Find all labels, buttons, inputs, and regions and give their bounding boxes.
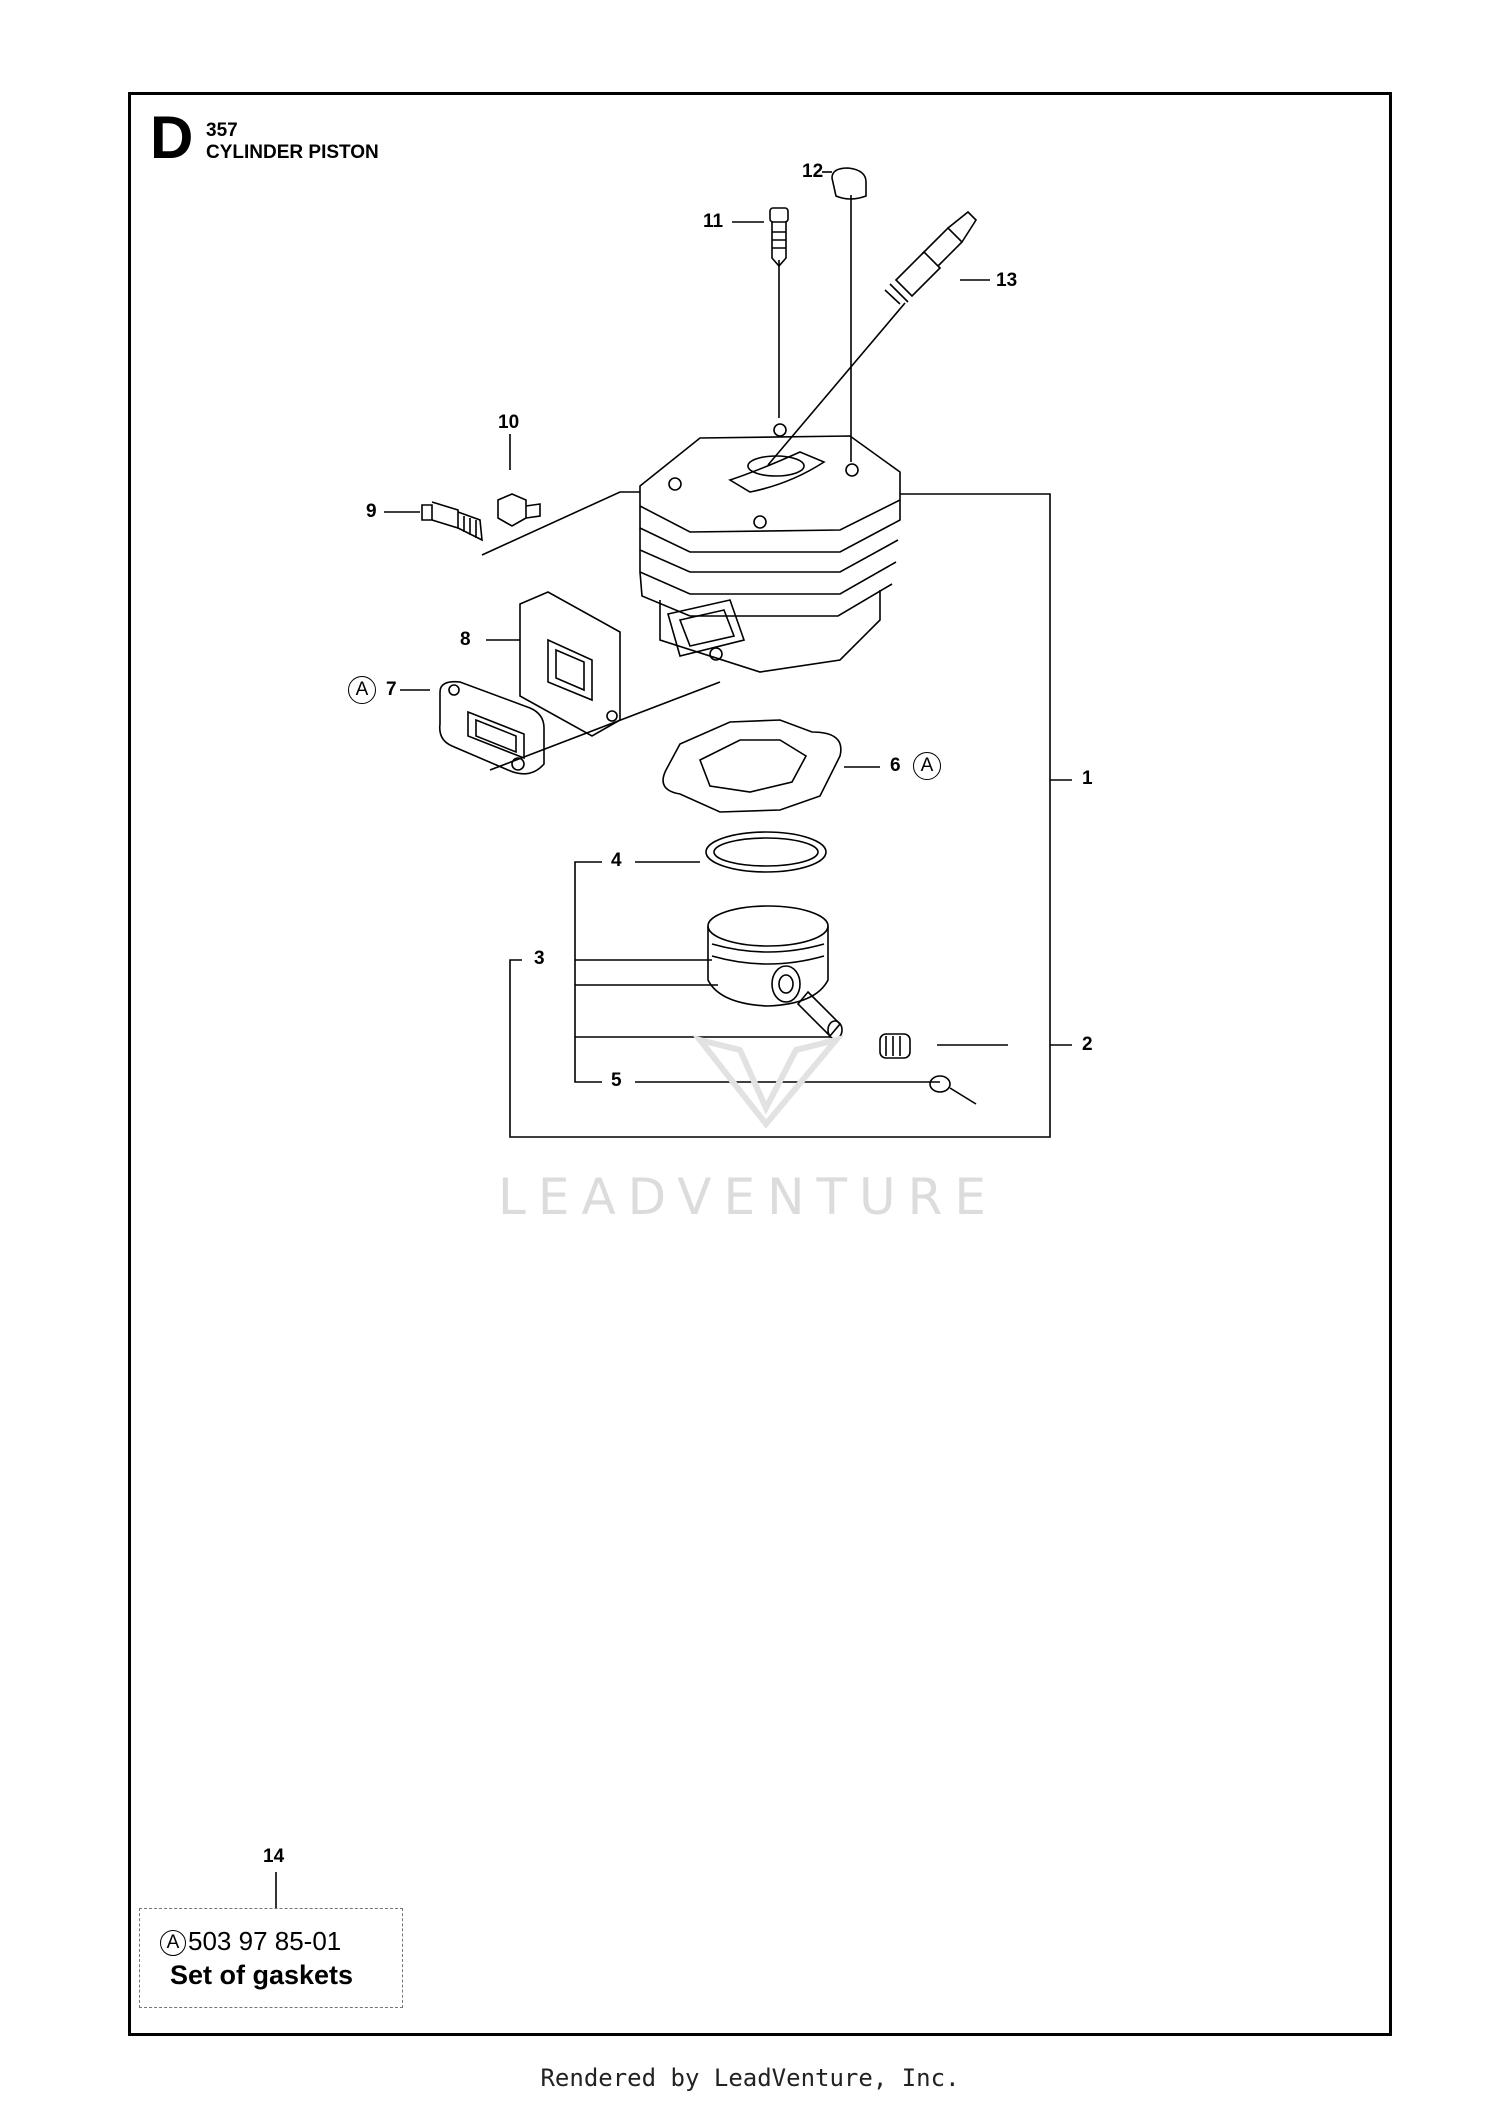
part-7-gasket bbox=[438, 680, 545, 775]
callout-3: 3 bbox=[534, 948, 545, 969]
part-9-valve bbox=[421, 501, 483, 542]
callout-6: 6 bbox=[890, 755, 901, 776]
callout-12: 12 bbox=[802, 161, 824, 182]
part-8-shield bbox=[519, 591, 621, 737]
callout-14: 14 bbox=[263, 1846, 285, 1867]
callout-4: 4 bbox=[611, 850, 622, 871]
watermark-logo bbox=[692, 1034, 845, 1129]
part-3-piston bbox=[707, 905, 829, 1007]
part-10-plug bbox=[497, 493, 541, 527]
leader-13-axis bbox=[767, 302, 906, 466]
kit-part-number-text: 503 97 85-01 bbox=[188, 1926, 342, 1956]
callout-1: 1 bbox=[1082, 768, 1093, 789]
callout-9: 9 bbox=[366, 501, 377, 522]
part-2-needle-bearing bbox=[879, 1033, 911, 1059]
kit-marker: A bbox=[160, 1930, 186, 1956]
part-12-cap bbox=[831, 167, 867, 200]
section-letter: D bbox=[150, 104, 194, 171]
callout-13: 13 bbox=[996, 270, 1018, 291]
leader-8-axis bbox=[489, 681, 721, 771]
section-title: CYLINDER PISTON bbox=[206, 142, 379, 163]
model-number: 357 bbox=[206, 120, 238, 141]
callout-2: 2 bbox=[1082, 1034, 1093, 1055]
diagram-frame bbox=[128, 92, 1392, 2036]
leader-1-bracket bbox=[509, 493, 1051, 1138]
callout-8: 8 bbox=[460, 629, 471, 650]
gasket-marker-6: A bbox=[913, 752, 941, 780]
callout-11: 11 bbox=[703, 211, 724, 232]
part-5-circlip bbox=[929, 1075, 977, 1105]
part-6-base-gasket bbox=[662, 719, 842, 813]
callout-5: 5 bbox=[611, 1070, 622, 1091]
callout-10: 10 bbox=[498, 412, 520, 433]
gasket-kit-box bbox=[139, 1908, 403, 2008]
leader-3-bracket bbox=[574, 861, 602, 1083]
footer-credit: Rendered by LeadVenture, Inc. bbox=[540, 2064, 960, 2092]
part-11-screw bbox=[769, 207, 789, 268]
part-13-spark-plug bbox=[884, 210, 978, 305]
callout-7: 7 bbox=[386, 679, 397, 700]
gasket-marker-7: A bbox=[348, 676, 376, 704]
part-4-piston-ring bbox=[705, 831, 827, 873]
leader-9-to-cyl bbox=[481, 491, 640, 556]
watermark-text: LEADVENTURE bbox=[498, 1168, 998, 1226]
part-1-cylinder bbox=[639, 423, 901, 673]
kit-description: Set of gaskets bbox=[170, 1960, 354, 1990]
